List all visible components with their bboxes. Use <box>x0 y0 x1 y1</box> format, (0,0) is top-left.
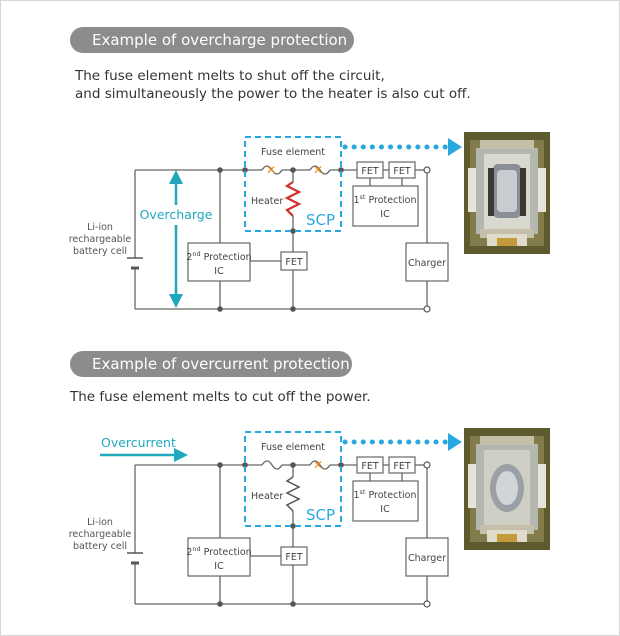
second-protection-label: 2nd Protection <box>186 545 251 558</box>
battery-label-line2: rechargeable <box>69 234 132 245</box>
arrow-up-icon <box>169 170 183 184</box>
section-heading-overcharge: Example of overcharge protection <box>70 27 354 53</box>
melted-fuse-photo <box>464 428 550 550</box>
fuse-melt-marker: ✕ <box>266 163 276 177</box>
first-protection-label: 1st Protection <box>353 488 416 501</box>
arrow-right-icon <box>174 448 188 462</box>
fet-box <box>388 161 416 179</box>
charger-box <box>405 242 449 282</box>
heater-label: Heater <box>251 196 283 207</box>
second-protection-ic-label: IC <box>214 561 224 572</box>
fet-box <box>356 161 384 179</box>
scp-boundary <box>244 136 342 232</box>
arrow-head-icon <box>448 433 462 451</box>
fuse-melt-marker: ✕ <box>313 163 323 177</box>
battery-label-line3: battery cell <box>73 246 127 257</box>
fet-label: FET <box>393 166 410 177</box>
second-protection-ic <box>187 537 251 577</box>
scp-label: SCP <box>306 211 335 229</box>
arrow-head-icon <box>448 138 462 156</box>
fuse-element-label: Fuse element <box>261 442 325 453</box>
battery-label-line2: rechargeable <box>69 529 132 540</box>
fet-label: FET <box>285 257 302 268</box>
battery-label-line3: battery cell <box>73 541 127 552</box>
fuse-element-label: Fuse element <box>261 147 325 158</box>
overcurrent-label: Overcurrent <box>101 435 176 450</box>
second-protection-ic-label: IC <box>214 266 224 277</box>
scp-label: SCP <box>306 506 335 524</box>
fet-label: FET <box>285 552 302 563</box>
overcharge-description-line1: The fuse element melts to shut off the c… <box>75 68 385 84</box>
overcurrent-description: The fuse element melts to cut off the po… <box>70 389 371 405</box>
first-protection-ic <box>352 185 419 227</box>
overcharge-label: Overcharge <box>140 207 213 222</box>
fet-label: FET <box>361 166 378 177</box>
first-protection-ic <box>352 480 419 522</box>
first-protection-ic-label: IC <box>380 504 390 515</box>
charger-label: Charger <box>408 553 446 564</box>
fet-box <box>356 456 384 474</box>
heater-resistor-active <box>284 181 302 217</box>
second-protection-ic <box>187 242 251 282</box>
fet-box <box>388 456 416 474</box>
fuse-melt-marker: ✕ <box>313 458 323 472</box>
battery-label-line1: Li-ion <box>87 222 113 233</box>
overcharge-description-line2: and simultaneously the power to the heat… <box>75 86 471 102</box>
heater-label: Heater <box>251 491 283 502</box>
second-protection-label: 2nd Protection <box>186 250 251 263</box>
first-protection-label: 1st Protection <box>353 193 416 206</box>
fet-box <box>280 251 308 271</box>
heater-resistor <box>285 476 301 512</box>
fet-label: FET <box>393 461 410 472</box>
fet-box <box>280 546 308 566</box>
battery-label-line1: Li-ion <box>87 517 113 528</box>
arrow-down-icon <box>169 294 183 308</box>
first-protection-ic-label: IC <box>380 209 390 220</box>
scp-boundary <box>244 431 342 527</box>
charger-label: Charger <box>408 258 446 269</box>
section-heading-overcurrent: Example of overcurrent protection <box>70 351 352 377</box>
melted-fuse-photo <box>464 132 550 254</box>
charger-box <box>405 537 449 577</box>
fet-label: FET <box>361 461 378 472</box>
